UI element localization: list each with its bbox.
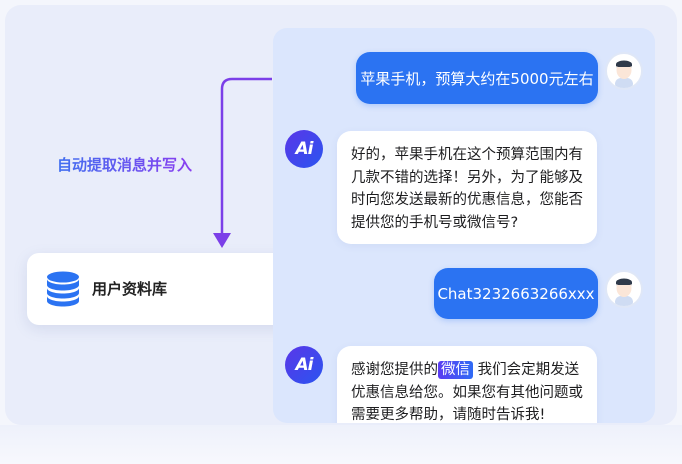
user-avatar-icon — [615, 60, 633, 88]
user-message-bubble: Chat3232663266xxx — [434, 268, 598, 319]
database-card[interactable]: 用户资料库 — [27, 253, 316, 325]
ai-avatar-label: Ai — [295, 139, 314, 159]
user-avatar — [605, 270, 643, 308]
user-avatar-icon — [615, 278, 633, 306]
bottom-fade — [0, 425, 682, 464]
ai-message-line: 优惠信息给您。如果您有其他问题或 — [351, 384, 583, 401]
database-icon — [47, 271, 79, 307]
database-label: 用户资料库 — [92, 280, 168, 298]
ai-message-suffix: 我们会定期发送 — [473, 362, 580, 378]
ai-message-prefix: 感谢您提供的 — [351, 362, 438, 378]
ai-message-line: 感谢您提供的微信 我们会定期发送 — [351, 359, 583, 382]
chat-panel: 苹果手机，预算大约在5000元左右 Ai 好的，苹果手机在这个预算范围内有 几款… — [273, 28, 655, 423]
ai-message-line: 提供您的手机号或微信号? — [351, 214, 519, 231]
ai-avatar-label: Ai — [295, 355, 314, 375]
user-message-text: Chat3232663266xxx — [437, 284, 595, 303]
ai-message-bubble: 感谢您提供的微信 我们会定期发送 优惠信息给您。如果您有其他问题或 需要更多帮助… — [337, 346, 597, 423]
flow-label: 自动提取消息并写入 — [57, 156, 193, 174]
ai-message-line: 需要更多帮助，请随时告诉我! — [351, 407, 546, 423]
ai-avatar: Ai — [285, 130, 323, 168]
ai-message-line: 好的，苹果手机在这个预算范围内有 — [351, 147, 583, 163]
ai-message-line: 几款不错的选择！另外，为了能够及 — [351, 169, 583, 186]
user-avatar — [605, 52, 643, 90]
ai-message-bubble: 好的，苹果手机在这个预算范围内有 几款不错的选择！另外，为了能够及 时向您发送最… — [337, 131, 597, 244]
ai-avatar: Ai — [285, 346, 323, 384]
ai-message-line: 时向您发送最新的优惠信息，您能否 — [351, 192, 583, 208]
highlighted-keyword: 微信 — [438, 361, 473, 379]
user-message-bubble: 苹果手机，预算大约在5000元左右 — [356, 52, 598, 104]
user-message-text: 苹果手机，预算大约在5000元左右 — [360, 69, 594, 88]
